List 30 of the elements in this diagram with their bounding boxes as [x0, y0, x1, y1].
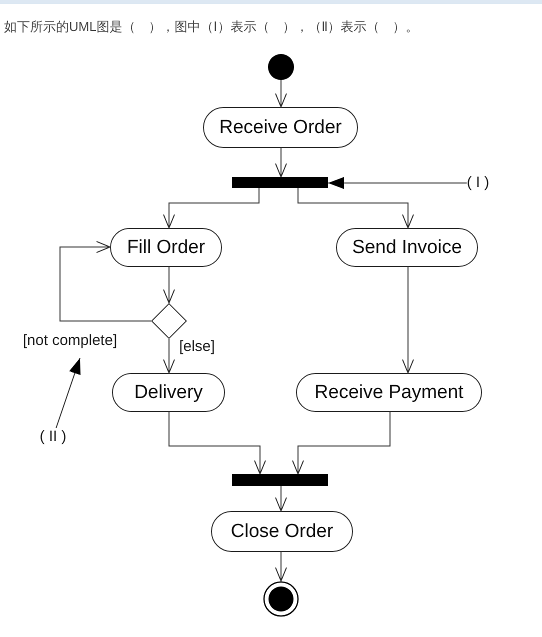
- callout-label: ( I ): [466, 174, 490, 192]
- leader-arrow: [328, 177, 468, 189]
- final-node: [263, 581, 299, 617]
- arrow: [402, 266, 414, 374]
- action-box: Delivery: [112, 373, 225, 412]
- action-box: Receive Order: [203, 107, 358, 148]
- guard-label: [else]: [178, 338, 216, 356]
- join-bar: [232, 474, 328, 486]
- arrow: [275, 148, 287, 178]
- arrow: [275, 486, 287, 512]
- action-box: Fill Order: [110, 228, 222, 267]
- arrow: [60, 241, 152, 322]
- action-box: Send Invoice: [336, 228, 478, 267]
- decision-diamond: [151, 303, 187, 339]
- fork-bar: [232, 177, 328, 188]
- initial-node: [268, 54, 294, 80]
- callout-label: ( II ): [40, 428, 66, 446]
- arrow: [163, 338, 175, 374]
- arrow: [275, 552, 287, 582]
- arrow: [168, 412, 266, 474]
- arrow: [163, 188, 260, 228]
- arrow: [298, 188, 414, 228]
- question-text: 如下所示的UML图是（ ），图中（Ⅰ）表示（ ），（Ⅱ）表示（ ）。: [4, 18, 418, 36]
- arrow: [275, 80, 287, 108]
- arrow: [163, 266, 175, 304]
- action-box: Close Order: [211, 511, 353, 552]
- guard-label: [not complete]: [22, 332, 118, 350]
- arrow: [292, 412, 390, 474]
- leader-arrow: [56, 358, 80, 428]
- action-box: Receive Payment: [296, 373, 482, 412]
